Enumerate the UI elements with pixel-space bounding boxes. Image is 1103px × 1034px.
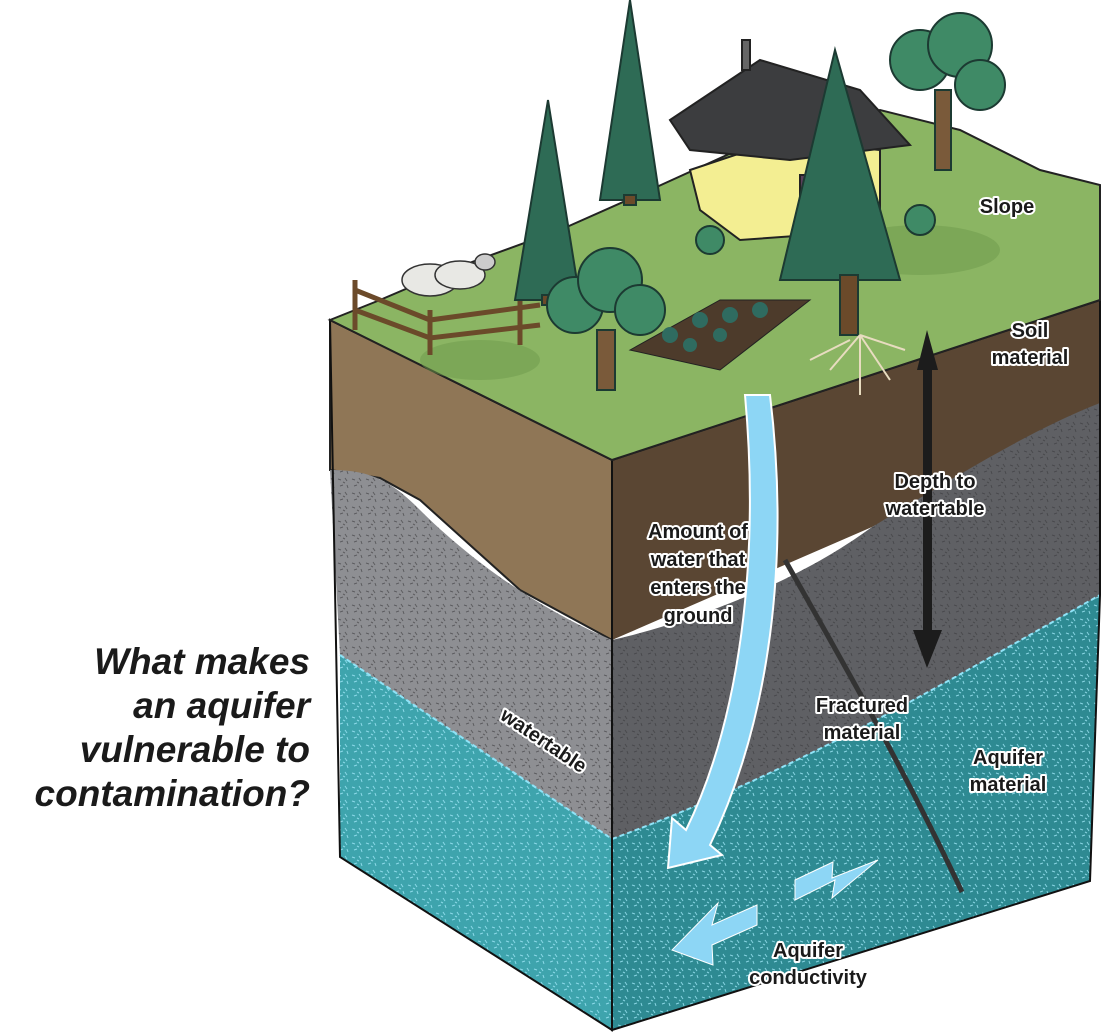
conductivity-arrows — [671, 859, 879, 966]
diagram-title: What makes an aquifer vulnerable to cont… — [20, 640, 310, 816]
fracture-line — [782, 558, 965, 894]
deciduous-trees — [546, 12, 1006, 391]
infiltration-arrow — [666, 394, 779, 870]
watertable-line — [339, 654, 613, 840]
right-soil-layer — [612, 300, 1100, 640]
tree-roots — [809, 334, 906, 395]
sheep — [401, 253, 496, 297]
slope-label: Slope — [980, 196, 1034, 218]
title-line: an aquifer — [133, 685, 310, 726]
pine-trees — [513, 0, 902, 336]
left-face — [328, 318, 613, 1032]
title-line: What makes — [94, 641, 310, 682]
land-surface — [327, 0, 1101, 462]
fence — [352, 280, 541, 355]
title-line: vulnerable to — [79, 729, 310, 770]
depth-to-watertable-arrow — [913, 330, 942, 668]
title-line: contamination? — [34, 773, 310, 814]
